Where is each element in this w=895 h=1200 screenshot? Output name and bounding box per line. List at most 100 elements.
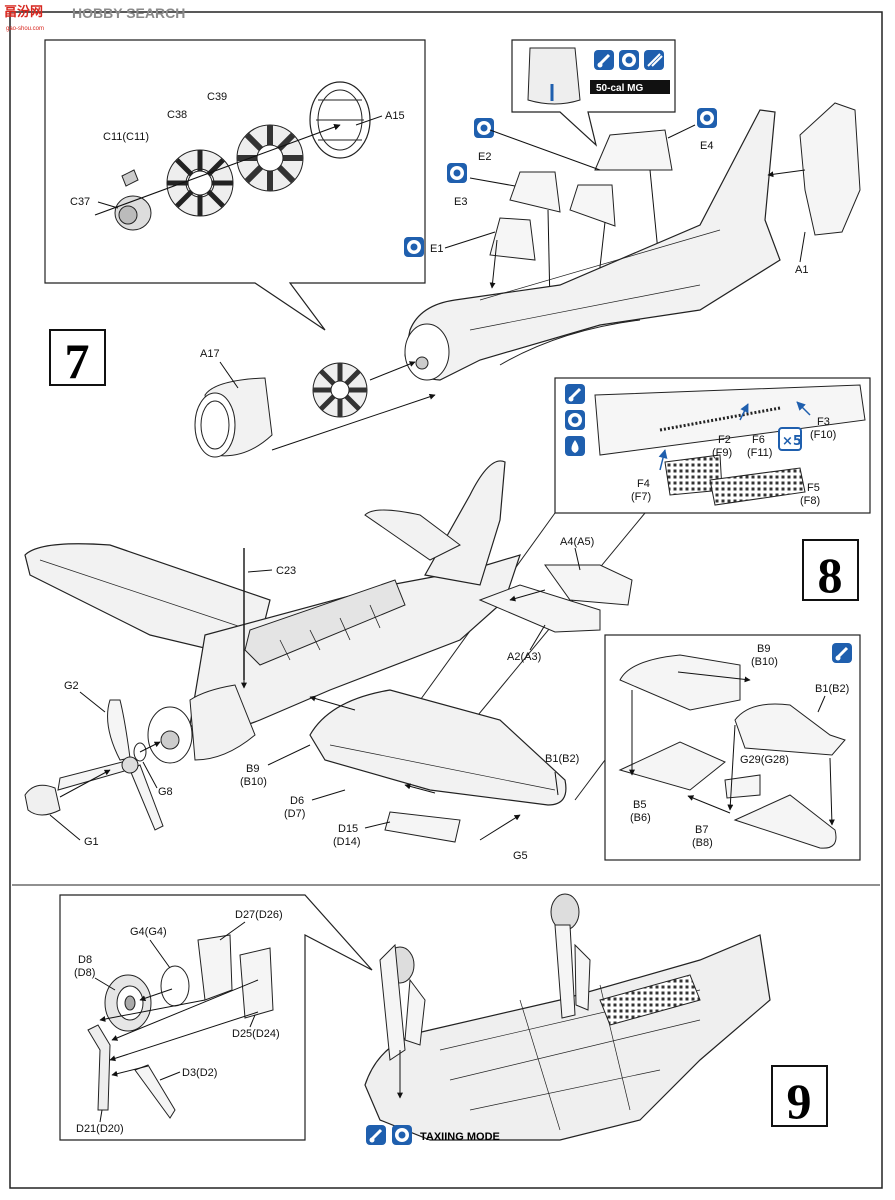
label-f6: F6 bbox=[752, 434, 765, 446]
page-border bbox=[9, 11, 883, 1189]
wheel-hub-g4-part bbox=[160, 965, 190, 1007]
rudder-part bbox=[799, 102, 861, 236]
label-c39: C39 bbox=[207, 91, 227, 103]
label-d27: D27(D26) bbox=[235, 909, 283, 921]
label-b9-right: B9 bbox=[757, 643, 770, 655]
label-f8: (F8) bbox=[800, 495, 820, 507]
label-b9-left: B9 bbox=[246, 763, 259, 775]
watermark-url: gao-shou.com bbox=[6, 26, 44, 32]
paint-brush-icon bbox=[565, 384, 585, 404]
canopy-rear-part bbox=[594, 129, 673, 171]
label-a1: A1 bbox=[795, 264, 808, 276]
cowl-ring-part bbox=[309, 81, 371, 159]
label-d6: D6 bbox=[290, 795, 304, 807]
engine-detail-callout bbox=[44, 39, 426, 331]
engine-assembly-part bbox=[312, 362, 368, 418]
propeller-part bbox=[57, 699, 164, 831]
label-d8b: (D8) bbox=[74, 967, 95, 979]
engine-front-row bbox=[236, 124, 304, 192]
gear-detail-callout bbox=[59, 894, 373, 1141]
canopy-e2-part bbox=[569, 184, 616, 227]
option-badge-icon bbox=[697, 108, 717, 128]
step-8: ×5 F3 (F10) F2 (F9) F6 (F11) F4 (F7) F5 … bbox=[24, 377, 871, 862]
fuselage-part bbox=[404, 109, 781, 381]
label-b5: B5 bbox=[633, 799, 646, 811]
paint-brush-icon bbox=[594, 50, 614, 70]
label-b1-right: B1(B2) bbox=[815, 683, 849, 695]
label-f11: (F11) bbox=[747, 447, 772, 459]
option-badge-icon bbox=[404, 237, 424, 257]
label-c38: C38 bbox=[167, 109, 187, 121]
label-b10-left: (B10) bbox=[240, 776, 267, 788]
option-badge-icon bbox=[565, 410, 585, 430]
gear-leg-left-part bbox=[379, 943, 426, 1061]
mg-turret-part bbox=[527, 47, 581, 105]
gear-bay-b7-part bbox=[733, 794, 837, 849]
canopy-front-part bbox=[489, 217, 536, 261]
drop-icon bbox=[565, 436, 585, 456]
wing-right-part bbox=[309, 689, 567, 806]
badge-50cal bbox=[590, 80, 670, 94]
label-d14: (D14) bbox=[333, 836, 361, 848]
gear-bay-g29-part bbox=[724, 774, 761, 799]
canopy-mid-part bbox=[509, 171, 561, 213]
step-7: C11(C11) C38 C39 A15 C37 50-cal MG bbox=[44, 39, 861, 458]
wing-underside-part bbox=[364, 934, 771, 1141]
flap-f5-part bbox=[709, 467, 806, 506]
gear-door-d25-part bbox=[239, 947, 274, 1019]
step-8-number: 8 bbox=[818, 547, 843, 603]
step-8-box bbox=[802, 539, 859, 601]
label-d8a: D8 bbox=[78, 954, 92, 966]
flap-d15-part bbox=[384, 811, 461, 843]
gear-leg-right-part bbox=[550, 893, 591, 1019]
paint-brush-icon bbox=[832, 643, 852, 663]
watermark-cn: 畐汾网 bbox=[4, 4, 43, 19]
label-e1: E1 bbox=[430, 243, 443, 255]
step-7-number: 7 bbox=[65, 333, 90, 389]
paint-brush-icon bbox=[366, 1125, 386, 1145]
label-e2: E2 bbox=[478, 151, 491, 163]
label-g29: G29(G28) bbox=[740, 754, 789, 766]
label-b6: (B6) bbox=[630, 812, 651, 824]
option-badge-icon bbox=[392, 1125, 412, 1145]
label-e3: E3 bbox=[454, 196, 467, 208]
label-d21: D21(D20) bbox=[76, 1123, 124, 1135]
option-badge-icon bbox=[474, 118, 494, 138]
spinner-part bbox=[24, 784, 61, 816]
badge-50cal-text: 50-cal MG bbox=[596, 83, 643, 94]
label-f10: (F10) bbox=[810, 429, 836, 441]
label-c37: C37 bbox=[70, 196, 90, 208]
label-g4: G4(G4) bbox=[130, 926, 167, 938]
step-9-box bbox=[771, 1065, 828, 1127]
svg-text:×5: ×5 bbox=[782, 434, 802, 449]
label-g8: G8 bbox=[158, 786, 173, 798]
engine-rear-row bbox=[166, 149, 234, 217]
label-f2: F2 bbox=[718, 434, 731, 446]
label-f5: F5 bbox=[807, 482, 820, 494]
label-d3: D3(D2) bbox=[182, 1067, 217, 1079]
label-d7: (D7) bbox=[284, 808, 305, 820]
gear-bay-b1-part bbox=[734, 703, 846, 756]
label-c11: C11(C11) bbox=[103, 131, 149, 143]
label-f4: F4 bbox=[637, 478, 650, 490]
label-b10-right: (B10) bbox=[751, 656, 778, 668]
gear-bay-b9-part bbox=[619, 654, 741, 711]
label-g2: G2 bbox=[64, 680, 79, 692]
stabilizer-a4-part bbox=[544, 564, 633, 606]
label-d15: D15 bbox=[338, 823, 358, 835]
step-9-number: 9 bbox=[787, 1073, 812, 1129]
label-a2: A2(A3) bbox=[507, 651, 541, 663]
label-g5: G5 bbox=[513, 850, 528, 862]
aircraft-main-part bbox=[24, 460, 521, 764]
x5-repeat-icon: ×5 bbox=[778, 427, 802, 451]
option-badge-icon bbox=[447, 163, 467, 183]
gear-door-d27-part bbox=[197, 934, 233, 1001]
watermark: 畐汾网 HOBBY SEARCH gao-shou.com bbox=[4, 4, 185, 32]
watermark-brand: HOBBY SEARCH bbox=[72, 5, 185, 21]
label-f9: (F9) bbox=[712, 447, 732, 459]
label-b1-main: B1(B2) bbox=[545, 753, 579, 765]
label-g1: G1 bbox=[84, 836, 99, 848]
label-a15: A15 bbox=[385, 110, 405, 122]
